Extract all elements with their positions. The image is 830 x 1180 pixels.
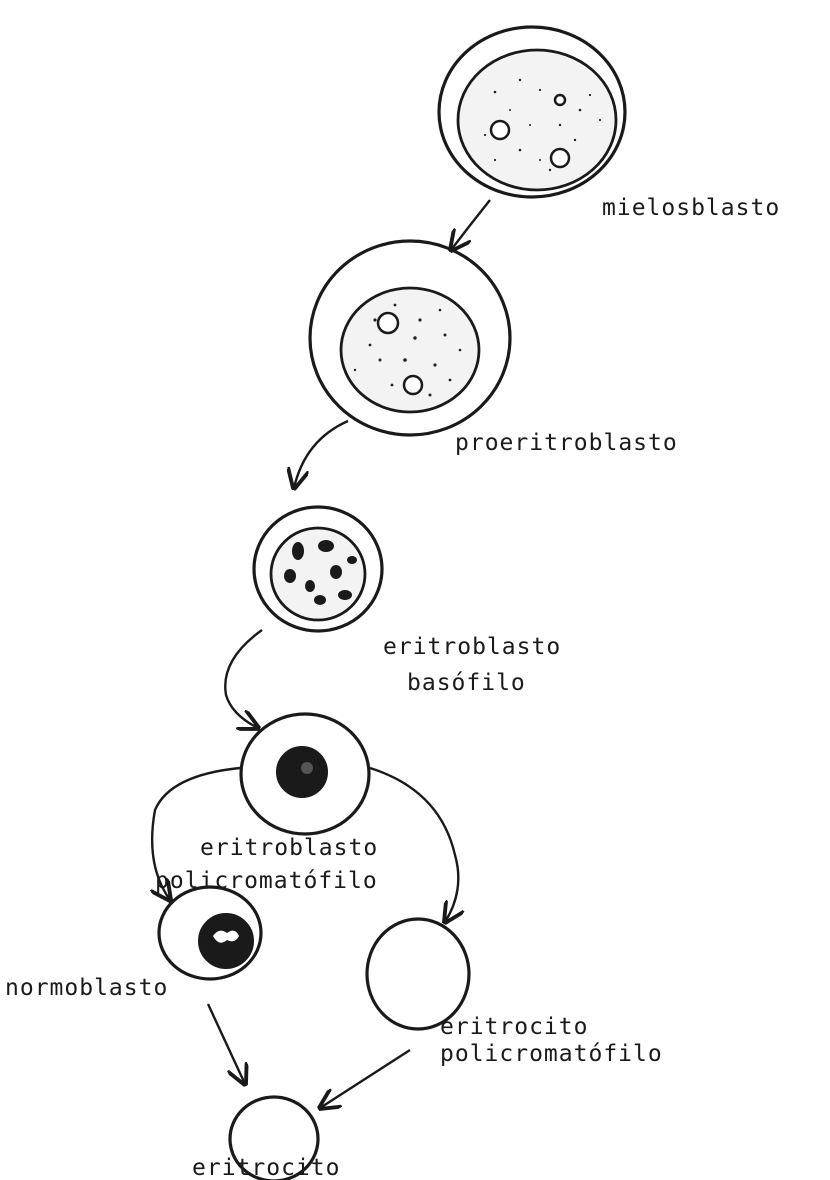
cell-mieloblasto: [439, 27, 625, 197]
arrow-mieloblasto-proeritroblasto: [451, 200, 490, 250]
arrow-proeritroblasto-basofilo: [294, 421, 348, 488]
cell-eritrocito-policromatofilo: [367, 919, 469, 1029]
cell-eritroblasto-policromatofilo: [241, 714, 369, 834]
label-eritrocito: eritrocito: [192, 1155, 340, 1180]
label-mieloblasto: mielosblasto: [602, 195, 780, 221]
label-eritroblasto-basofilo-2: basófilo: [407, 670, 526, 696]
label-eritrocito-policromatofilo-1: eritrocito: [440, 1014, 588, 1040]
label-eritrocito-policromatofilo-2: policromatófilo: [440, 1041, 663, 1067]
arrow-eritrocito-policromatofilo-eritrocito: [320, 1050, 410, 1108]
arrow-basofilo-policromatofilo: [225, 630, 262, 728]
label-eritroblasto-policromatofilo-1: eritroblasto: [200, 835, 378, 861]
cell-normoblasto: [159, 887, 261, 979]
cell-eritroblasto-basofilo: [254, 507, 382, 631]
arrow-policromatofilo-eritrocito-policromatofilo: [370, 768, 458, 922]
cell-proeritroblasto: [310, 241, 510, 435]
arrow-normoblasto-eritrocito: [208, 1004, 245, 1084]
label-eritroblasto-basofilo-1: eritroblasto: [383, 634, 561, 660]
label-normoblasto: normoblasto: [5, 975, 168, 1001]
label-proeritroblasto: proeritroblasto: [455, 430, 678, 456]
